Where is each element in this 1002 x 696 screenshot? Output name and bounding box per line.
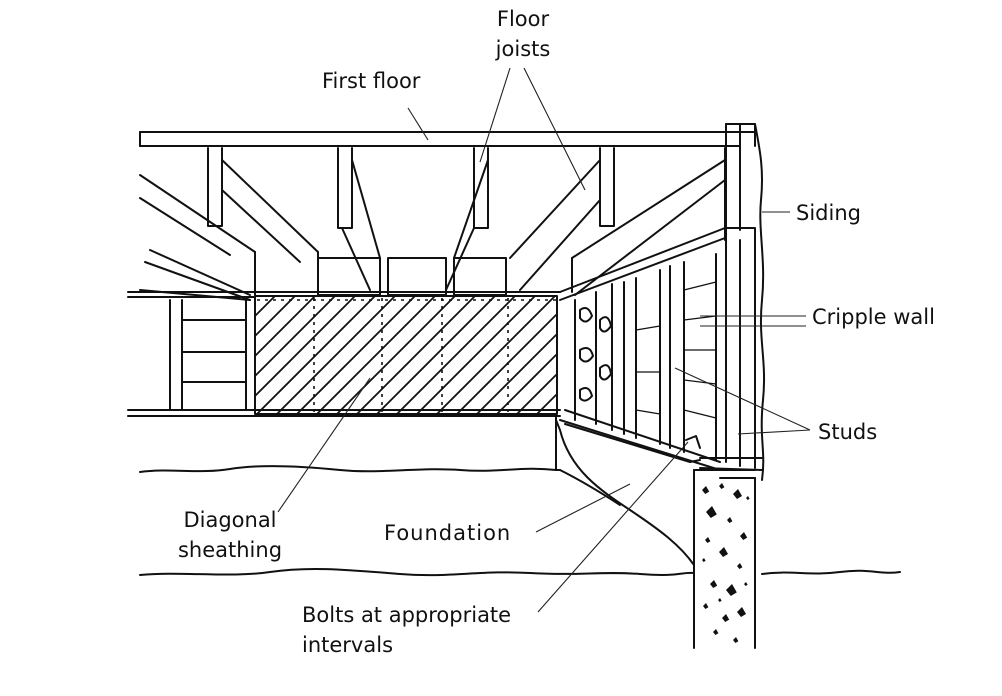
concrete-speckle — [744, 582, 748, 586]
concrete-speckle — [703, 603, 709, 609]
bolts-label: Bolts at appropriate intervals — [302, 600, 511, 660]
sheathing-hatch-line — [496, 353, 558, 415]
floor-joists-label: Floor joists — [478, 4, 568, 64]
sheathing-hatch-line — [376, 295, 496, 415]
first-floor-label: First floor — [322, 69, 421, 93]
sheathing-hatch-line — [536, 393, 558, 415]
concrete-speckle — [722, 614, 730, 622]
concrete-speckle — [719, 547, 728, 557]
floor-joists-label-line1: Floor — [496, 7, 550, 31]
right-cripple-wall — [559, 227, 726, 471]
sheathing-hatching — [254, 295, 558, 415]
sheathing-hatch-line — [256, 295, 376, 415]
floor-joists-label-line2: joists — [495, 37, 551, 61]
sheathing-hatch-line — [296, 295, 416, 415]
diagonal-sheathing-label-line1: Diagonal — [183, 508, 277, 532]
sheathing-hatch-line — [396, 295, 516, 415]
concrete-speckle — [737, 607, 746, 617]
siding-and-end-post — [699, 123, 766, 481]
ground-line-front — [139, 567, 695, 577]
sheathing-hatch-line — [276, 295, 396, 415]
concrete-speckle — [710, 580, 718, 588]
sheathing-hatch-line — [476, 333, 558, 415]
sheathing-hatch-line — [254, 295, 276, 317]
diagonal-sheathing-panel — [254, 295, 558, 415]
sheathing-hatch-line — [456, 313, 558, 415]
first-floor — [139, 123, 756, 147]
concrete-speckle — [746, 496, 750, 500]
concrete-speckle — [719, 483, 725, 489]
sheathing-hatch-line — [254, 295, 336, 377]
foundation-label: Foundation — [384, 521, 512, 545]
studs-label: Studs — [818, 420, 878, 444]
sheathing-hatch-line — [336, 295, 456, 415]
concrete-speckle — [713, 629, 719, 635]
concrete-speckle — [702, 558, 706, 562]
concrete-speckle — [705, 537, 711, 543]
concrete-speckle — [702, 486, 710, 494]
bolts-label-line2: intervals — [302, 633, 394, 657]
sheathing-hatch-line — [436, 295, 556, 415]
sheathing-hatch-line — [356, 295, 476, 415]
sheathing-hatch-line — [254, 295, 316, 357]
siding-label: Siding — [796, 201, 861, 225]
sheathing-hatch-line — [516, 373, 558, 415]
concrete-speckle — [726, 584, 737, 596]
foundation-concrete — [693, 469, 756, 649]
diagonal-sheathing-label-line2: sheathing — [177, 538, 283, 562]
foundation-back — [555, 415, 695, 566]
bolts-label-line1: Bolts at appropriate — [302, 603, 512, 627]
diagonal-sheathing-label: Diagonal sheathing — [160, 505, 300, 565]
sheathing-hatch-line — [316, 295, 436, 415]
concrete-speckle — [718, 598, 722, 602]
cripple-wall-label: Cripple wall — [812, 305, 935, 329]
left-wall-section — [127, 291, 561, 417]
ground-line-back — [139, 465, 561, 473]
concrete-speckle — [727, 517, 733, 523]
concrete-speckles — [702, 483, 750, 643]
sheathing-hatch-line — [254, 295, 296, 337]
concrete-speckle — [733, 637, 739, 643]
floor-joists — [139, 147, 726, 301]
concrete-speckle — [740, 532, 748, 540]
concrete-speckle — [733, 489, 742, 499]
sheathing-hatch-line — [254, 295, 356, 397]
concrete-speckle — [737, 563, 743, 569]
leader-lines — [277, 67, 811, 613]
concrete-speckle — [706, 506, 717, 518]
ground-line-right — [761, 569, 901, 575]
sheathing-hatch-line — [416, 295, 536, 415]
